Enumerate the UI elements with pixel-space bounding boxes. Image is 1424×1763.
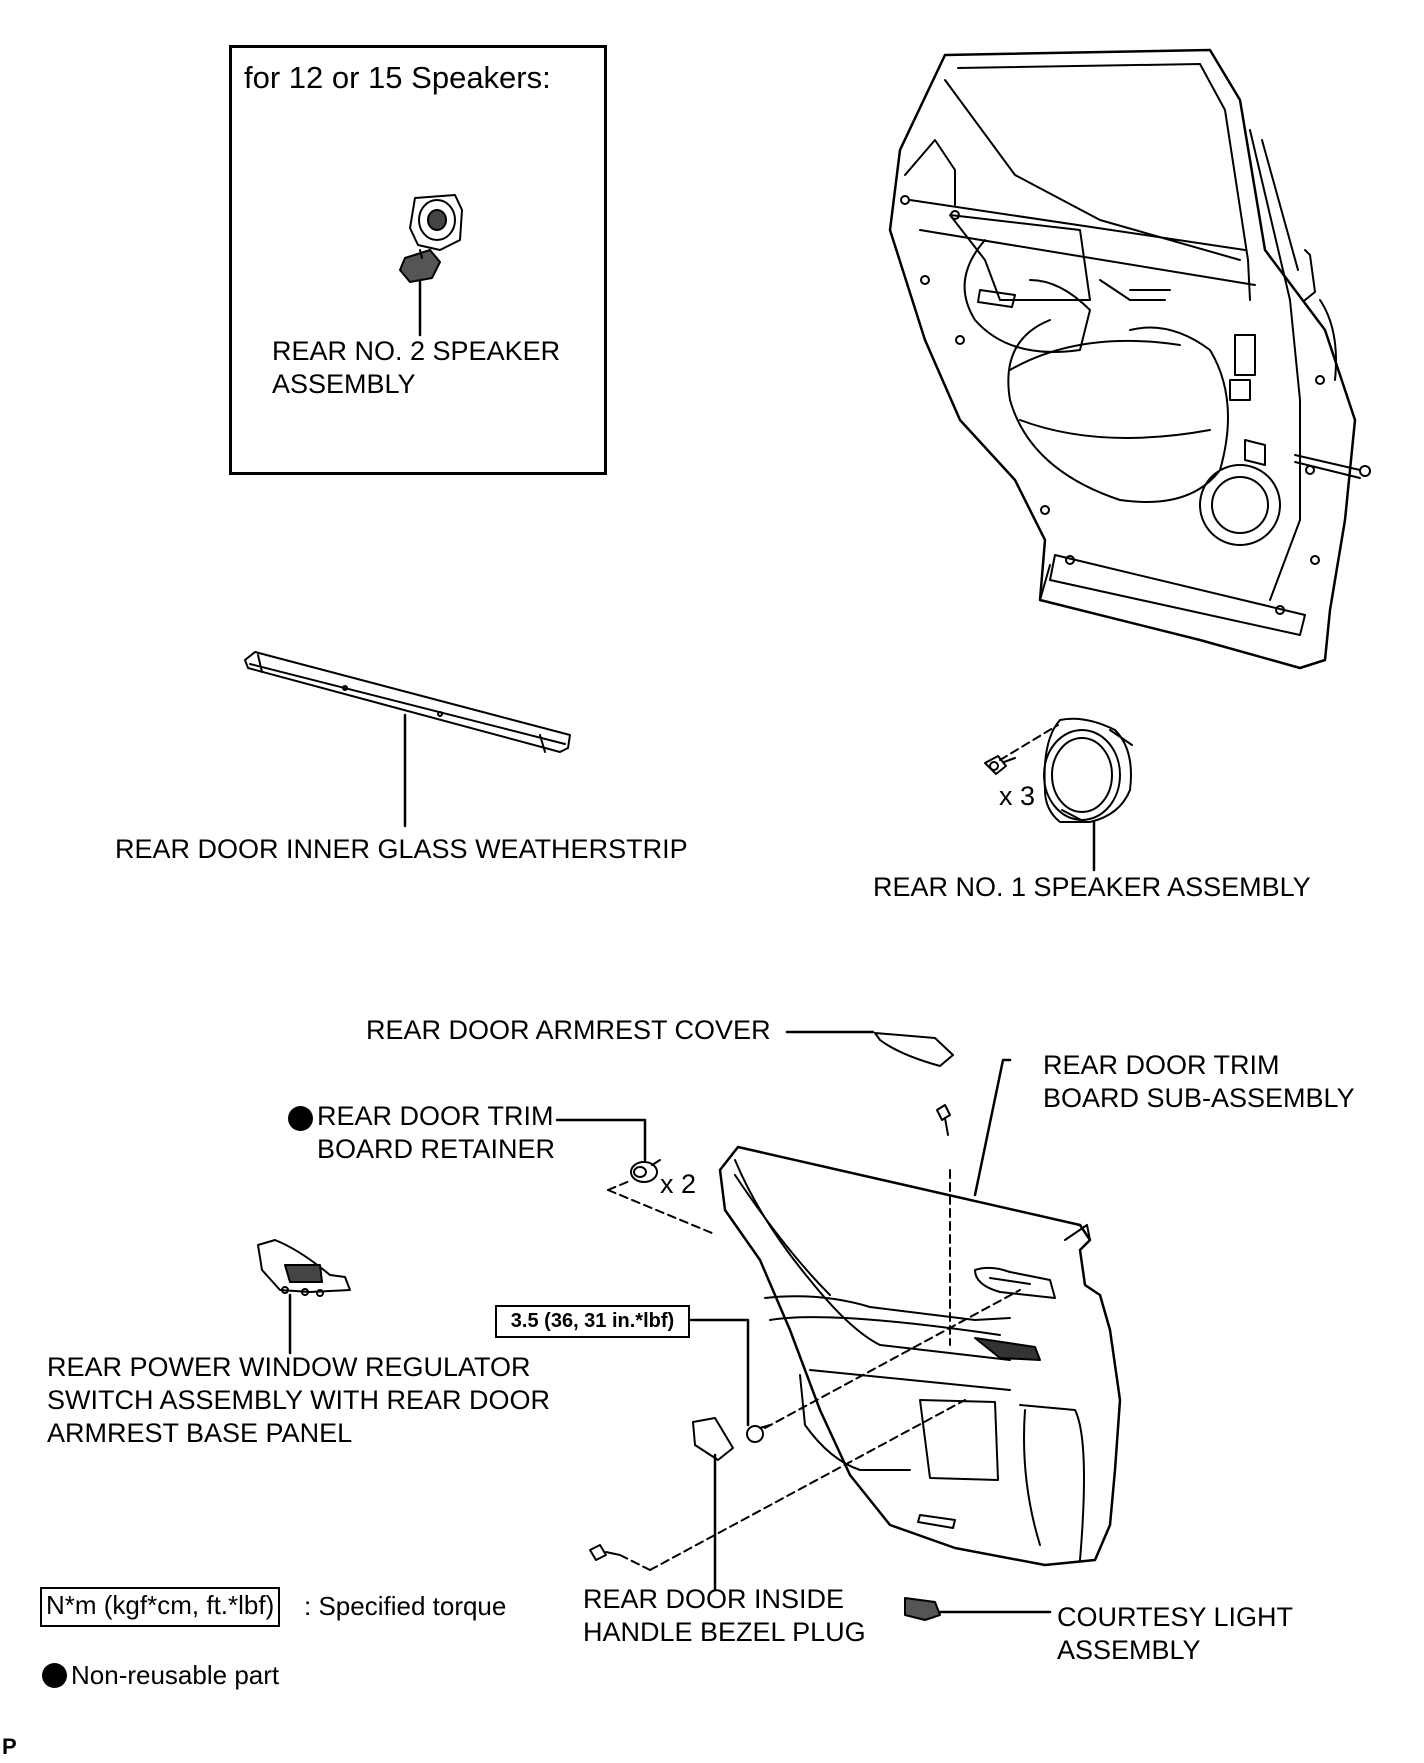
torque-legend-desc: : Specified torque	[304, 1591, 507, 1621]
trim-board-label-line2: BOARD SUB-ASSEMBLY	[1043, 1083, 1355, 1113]
rear-door-panel-drawing	[888, 48, 1371, 670]
retainer-label-line2: BOARD RETAINER	[317, 1134, 556, 1164]
trim-board-label-line1: REAR DOOR TRIM	[1043, 1050, 1280, 1080]
torque-screw-drawing	[689, 1289, 1021, 1443]
bezel-plug-label-line1: REAR DOOR INSIDE	[583, 1584, 845, 1614]
switch-assembly-label-line2: SWITCH ASSEMBLY WITH REAR DOOR	[47, 1385, 551, 1415]
switch-assembly-label-line3: ARMREST BASE PANEL	[47, 1418, 353, 1448]
bezel-plug-label-line2: HANDLE BEZEL PLUG	[583, 1617, 866, 1647]
weatherstrip-label: REAR DOOR INNER GLASS WEATHERSTRIP	[115, 834, 688, 864]
switch-assembly-label-line1: REAR POWER WINDOW REGULATOR	[47, 1352, 531, 1382]
non-reusable-legend-desc: Non-reusable part	[71, 1660, 280, 1690]
rear-speaker-2-label-line2: ASSEMBLY	[272, 369, 416, 399]
rear-speaker-1-label: REAR NO. 1 SPEAKER ASSEMBLY	[873, 872, 1311, 902]
armrest-cover-drawing	[785, 1030, 954, 1067]
retainer-qty: x 2	[660, 1169, 697, 1199]
speaker-options-inset: for 12 or 15 Speakers:	[229, 45, 607, 475]
rear-speaker-1-qty: x 3	[999, 781, 1036, 811]
weatherstrip-drawing	[244, 651, 571, 828]
courtesy-light-label-line2: ASSEMBLY	[1057, 1635, 1201, 1665]
courtesy-light-label-line1: COURTESY LIGHT	[1057, 1602, 1294, 1632]
torque-legend-box: N*m (kgf*cm, ft.*lbf)	[40, 1587, 281, 1627]
courtesy-light-drawing	[904, 1597, 1052, 1621]
bezel-plug-drawing	[692, 1417, 734, 1592]
inset-title: for 12 or 15 Speakers:	[244, 60, 551, 95]
rear-speaker-1-drawing	[984, 717, 1133, 872]
switch-assembly-drawing	[257, 1239, 351, 1355]
retainer-drawing	[555, 1118, 713, 1234]
corner-mark: P	[2, 1734, 17, 1759]
torque-spec-box: 3.5 (36, 31 in.*lbf)	[495, 1305, 690, 1338]
non-reusable-legend-icon	[42, 1663, 67, 1688]
trim-board-drawing	[718, 1058, 1122, 1567]
retainer-label-line1: REAR DOOR TRIM	[317, 1101, 554, 1131]
rear-speaker-2-drawing	[399, 194, 463, 337]
armrest-cover-label: REAR DOOR ARMREST COVER	[366, 1015, 771, 1045]
non-reusable-marker	[288, 1106, 313, 1131]
rear-speaker-2-label-line1: REAR NO. 2 SPEAKER	[272, 336, 561, 366]
bottom-screw-drawing	[589, 1399, 966, 1571]
